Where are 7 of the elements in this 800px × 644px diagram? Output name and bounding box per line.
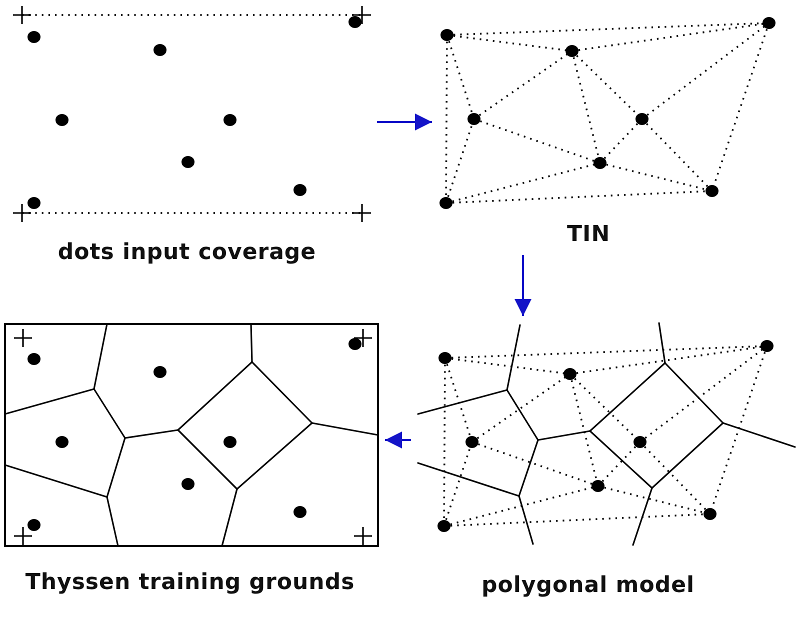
panel-caption: polygonal model (481, 573, 695, 599)
arrow (385, 432, 411, 448)
arrow (514, 255, 532, 316)
panel-caption: dots input coverage (58, 240, 316, 266)
panel-caption: Thyssen training grounds (25, 570, 355, 596)
panel-caption: TIN (567, 222, 610, 248)
arrow (377, 114, 432, 130)
